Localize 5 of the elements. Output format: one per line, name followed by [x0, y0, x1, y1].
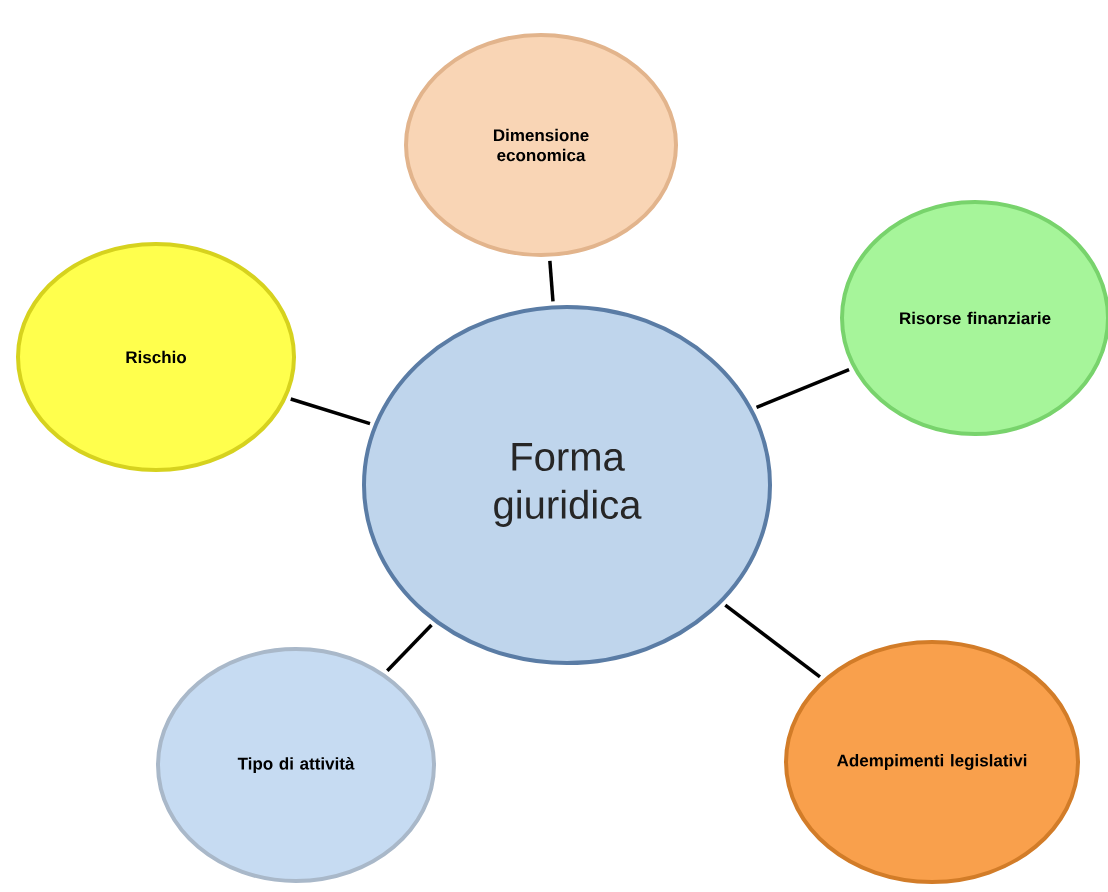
- connector-line: [290, 397, 371, 426]
- connector-line: [386, 623, 433, 672]
- connector-line: [755, 367, 850, 410]
- connector-line: [724, 603, 821, 679]
- connector-line: [548, 260, 555, 302]
